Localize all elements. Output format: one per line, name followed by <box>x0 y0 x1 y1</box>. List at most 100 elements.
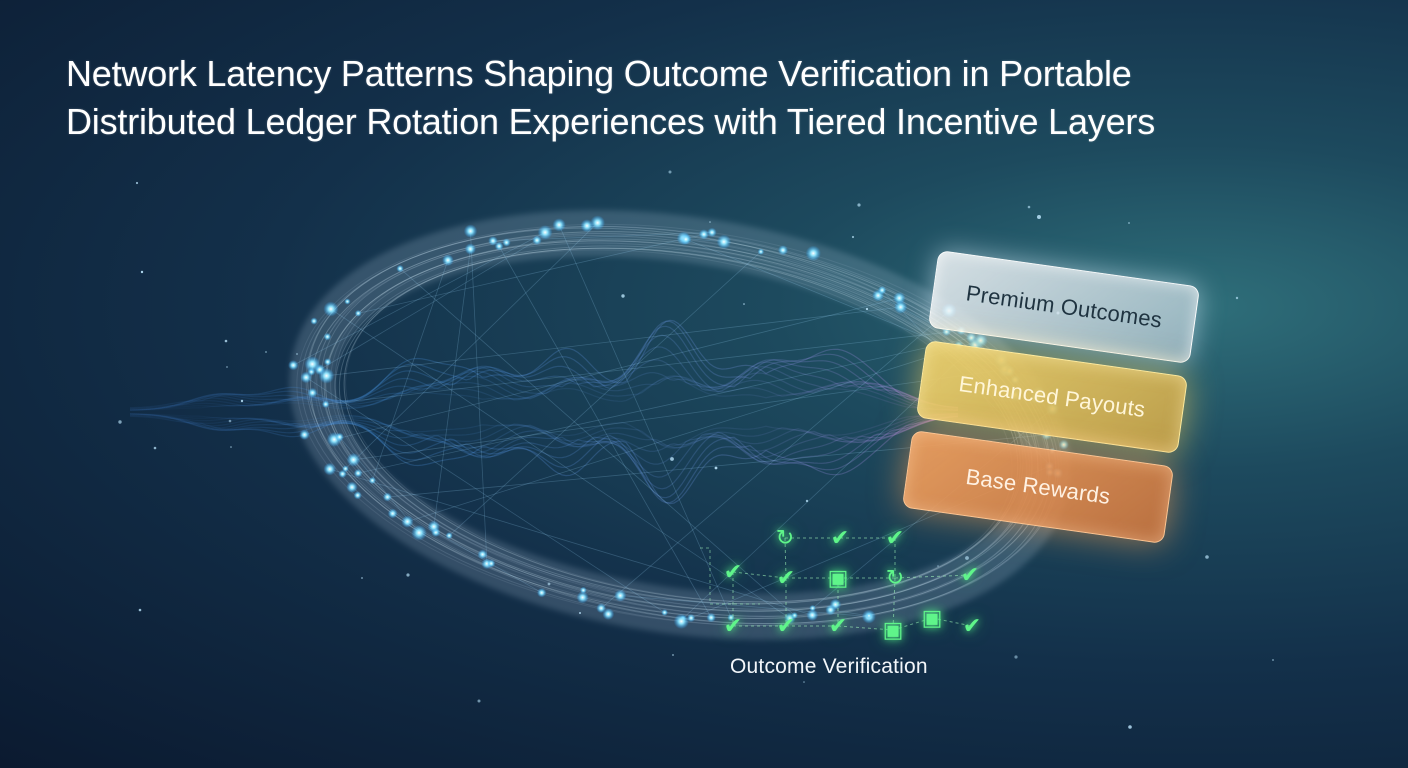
star-dot <box>296 353 298 355</box>
wave-strand <box>130 320 959 409</box>
network-node <box>387 508 398 519</box>
node-link <box>334 297 900 440</box>
star-dot <box>224 339 228 343</box>
network-node <box>353 468 363 478</box>
network-node <box>502 238 511 247</box>
node-link <box>345 222 598 469</box>
star-dot <box>805 499 809 503</box>
network-node <box>487 559 496 568</box>
network-node <box>488 236 498 246</box>
network-node <box>698 229 710 240</box>
node-link <box>358 337 972 474</box>
star-dot <box>743 303 745 305</box>
wave-strand <box>130 334 959 410</box>
wave-strand <box>130 415 959 504</box>
check-icon: ✔ <box>723 559 743 584</box>
check-icon: ✔ <box>723 613 743 638</box>
star-dot <box>621 294 625 298</box>
node-link <box>353 369 1006 461</box>
tier-label: Premium Outcomes <box>964 280 1164 333</box>
network-node <box>401 515 414 528</box>
network-node <box>590 215 605 231</box>
network-node <box>614 589 627 602</box>
network-node <box>464 243 476 255</box>
network-node <box>342 465 349 473</box>
check-icon: ✔ <box>962 613 982 638</box>
ledger-ring <box>289 210 1071 640</box>
latency-waveform <box>120 319 960 505</box>
node-link <box>329 468 813 616</box>
wave-strand <box>130 377 959 411</box>
star-dot <box>140 270 144 274</box>
star-dot <box>1014 655 1018 659</box>
network-node <box>680 233 692 245</box>
network-node <box>778 245 788 256</box>
wave-strand <box>130 413 959 447</box>
title-line-1: Network Latency Patterns Shaping Outcome… <box>66 53 1132 94</box>
node-link <box>326 306 901 377</box>
network-node <box>757 248 765 255</box>
node-link <box>305 377 665 613</box>
star-dot <box>672 654 674 656</box>
network-node <box>427 520 440 533</box>
node-link <box>600 310 950 609</box>
network-node <box>791 612 798 619</box>
node-link <box>399 268 795 616</box>
network-node <box>396 264 404 273</box>
verification-connector <box>931 617 973 627</box>
wave-strand <box>129 413 958 449</box>
network-node <box>382 492 392 502</box>
check-icon: ✔ <box>828 613 848 638</box>
star-dot <box>135 181 139 185</box>
star-dot <box>803 681 805 683</box>
node-link <box>498 246 712 618</box>
star-dot <box>1037 215 1041 219</box>
star-dot <box>153 446 157 450</box>
network-node <box>894 300 908 314</box>
network-node <box>805 245 821 261</box>
node-link <box>492 232 713 242</box>
star-dot <box>118 420 122 424</box>
tier-label: Base Rewards <box>964 464 1112 510</box>
wave-strand <box>129 415 959 505</box>
verification-connector <box>892 577 896 631</box>
network-node <box>806 609 819 621</box>
network-node <box>323 332 332 341</box>
network-node <box>445 532 453 540</box>
star-dot <box>865 307 869 311</box>
check-icon: ✔ <box>776 565 796 590</box>
node-link <box>558 224 732 618</box>
verification-connector <box>894 574 971 579</box>
network-node <box>442 254 454 266</box>
title-line-2: Distributed Ledger Rotation Experiences … <box>66 101 1155 142</box>
star-dot <box>230 446 232 448</box>
star-dot <box>1235 296 1239 300</box>
network-node <box>865 612 873 620</box>
star-dot <box>477 699 481 703</box>
network-node <box>576 591 589 604</box>
verification-connector <box>892 617 933 631</box>
network-node <box>346 453 361 467</box>
wave-strand <box>129 375 958 411</box>
outcome-verification-label: Outcome Verification <box>730 655 928 678</box>
network-node <box>368 476 376 485</box>
star-dot <box>714 466 718 470</box>
node-link <box>319 239 538 370</box>
star-dot <box>668 170 672 174</box>
network-node <box>411 525 427 541</box>
network-node <box>353 491 362 500</box>
network-node <box>532 235 542 245</box>
network-nodes <box>118 170 1274 729</box>
verification-connector <box>784 537 787 579</box>
network-node <box>477 549 488 560</box>
network-node <box>323 301 339 317</box>
network-node <box>335 432 344 442</box>
network-node <box>299 429 310 441</box>
star-dot <box>670 457 674 461</box>
network-node <box>537 225 553 240</box>
verification-connector <box>700 547 760 605</box>
star-dot <box>1027 205 1031 209</box>
network-node <box>304 356 321 372</box>
star-dot <box>1272 659 1274 661</box>
network-node <box>288 360 299 371</box>
